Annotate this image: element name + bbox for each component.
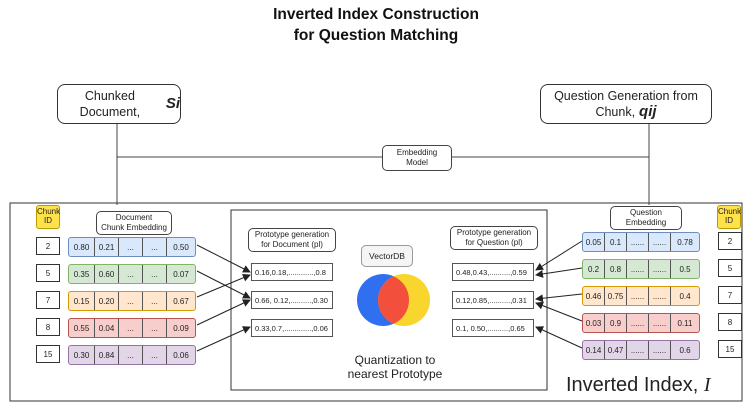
embedding-cell: ...... <box>649 233 671 251</box>
vectordb-label: VectorDB <box>361 245 413 267</box>
embedding-cell: 0.75 <box>605 287 627 305</box>
embedding-cell: ...... <box>649 260 671 278</box>
embedding-cell: 0.4 <box>679 291 691 301</box>
embedding-cell: 0.21 <box>95 238 119 256</box>
left-chunk-id-8: 8 <box>36 318 60 336</box>
document-prototype-vector: 0.33,0.7,.............,0.06 <box>251 319 333 337</box>
right-chunk-id-15: 15 <box>718 340 742 358</box>
question-embedding-label: Question Embedding <box>610 206 682 230</box>
embedding-cell: 0.15 <box>69 292 95 310</box>
embedding-cell: ... <box>119 265 143 283</box>
embedding-cell: 0.35 <box>69 265 95 283</box>
right-chunk-id-5: 5 <box>718 259 742 277</box>
embedding-cell: 0.46 <box>583 287 605 305</box>
embedding-cell: 0.60 <box>95 265 119 283</box>
vectordb-logo-red <box>377 276 410 324</box>
right-chunk-id-7: 7 <box>718 286 742 304</box>
right-chunk-id-2: 2 <box>718 232 742 250</box>
left-chunk-id-7: 7 <box>36 291 60 309</box>
embedding-cell: ... <box>143 292 167 310</box>
embedding-cell: ...... <box>627 314 649 332</box>
embedding-cell: 0.78 <box>677 237 693 247</box>
embedding-cell: ... <box>119 346 143 364</box>
left-chunk-id-5: 5 <box>36 264 60 282</box>
embedding-cell: ...... <box>627 287 649 305</box>
left-chunk-id-2: 2 <box>36 237 60 255</box>
document-prototype-vector: 0.66, 0.12,..........,0.30 <box>251 291 333 309</box>
document-prototype-vector: 0.16,0.18,............,0.8 <box>251 263 333 281</box>
embedding-model-box: Embedding Model <box>382 145 452 171</box>
embedding-cell: ... <box>119 319 143 337</box>
embedding-cell: 0.03 <box>583 314 605 332</box>
embedding-cell: 0.20 <box>95 292 119 310</box>
embedding-cell: ...... <box>627 341 649 359</box>
embedding-cell: ...... <box>627 233 649 251</box>
question-prototype-vector: 0.12,0.85,..........,0.31 <box>452 291 534 309</box>
question-generation-box: Question Generation from Chunk,qij <box>540 84 712 124</box>
inverted-index-label: Inverted Index, I <box>566 374 711 396</box>
chunked-document-box: Chunked Document,Si <box>57 84 181 124</box>
embedding-cell: ... <box>143 319 167 337</box>
question-prototype-vector: 0.48,0.43,..........,0.59 <box>452 263 534 281</box>
embedding-cell: 0.5 <box>679 264 691 274</box>
embedding-cell: ... <box>143 346 167 364</box>
embedding-cell: 0.2 <box>583 260 605 278</box>
embedding-cell: 0.55 <box>69 319 95 337</box>
embedding-cell: 0.9 <box>605 314 627 332</box>
embedding-cell: 0.05 <box>583 233 605 251</box>
embedding-cell: 0.50 <box>173 242 189 252</box>
embedding-cell: 0.07 <box>173 269 189 279</box>
left-chunk-id-15: 15 <box>36 345 60 363</box>
embedding-cell: ...... <box>627 260 649 278</box>
embedding-cell: 0.67 <box>173 296 189 306</box>
embedding-cell: 0.11 <box>677 318 693 328</box>
diagram-title: Inverted Index Construction for Question… <box>273 6 479 44</box>
embedding-cell: 0.06 <box>173 350 189 360</box>
inverted-index-frame <box>9 202 743 402</box>
embedding-cell: 0.6 <box>679 345 691 355</box>
embedding-cell: ... <box>119 292 143 310</box>
right-chunk-id-8: 8 <box>718 313 742 331</box>
embedding-cell: ...... <box>649 287 671 305</box>
embedding-cell: 0.04 <box>95 319 119 337</box>
quantization-label: Quantization to nearest Prototype <box>347 353 443 381</box>
embedding-cell: 0.30 <box>69 346 95 364</box>
embedding-cell: 0.84 <box>95 346 119 364</box>
embedding-cell: 0.80 <box>69 238 95 256</box>
embedding-cell: ... <box>143 265 167 283</box>
document-chunk-embedding-label: Document Chunk Embedding <box>96 211 172 235</box>
question-prototype-vector: 0.1, 0.50,..........,0.65 <box>452 319 534 337</box>
embedding-cell: ... <box>119 238 143 256</box>
embedding-cell: 0.09 <box>173 323 189 333</box>
prototype-doc-label: Prototype generation for Document (pl) <box>248 228 336 252</box>
embedding-cell: ...... <box>649 341 671 359</box>
prototype-question-label: Prototype generation for Question (pl) <box>450 226 538 250</box>
embedding-cell: ...... <box>649 314 671 332</box>
embedding-cell: ... <box>143 238 167 256</box>
embedding-cell: 0.1 <box>605 233 627 251</box>
embedding-cell: 0.47 <box>605 341 627 359</box>
embedding-cell: 0.14 <box>583 341 605 359</box>
embedding-cell: 0.8 <box>605 260 627 278</box>
